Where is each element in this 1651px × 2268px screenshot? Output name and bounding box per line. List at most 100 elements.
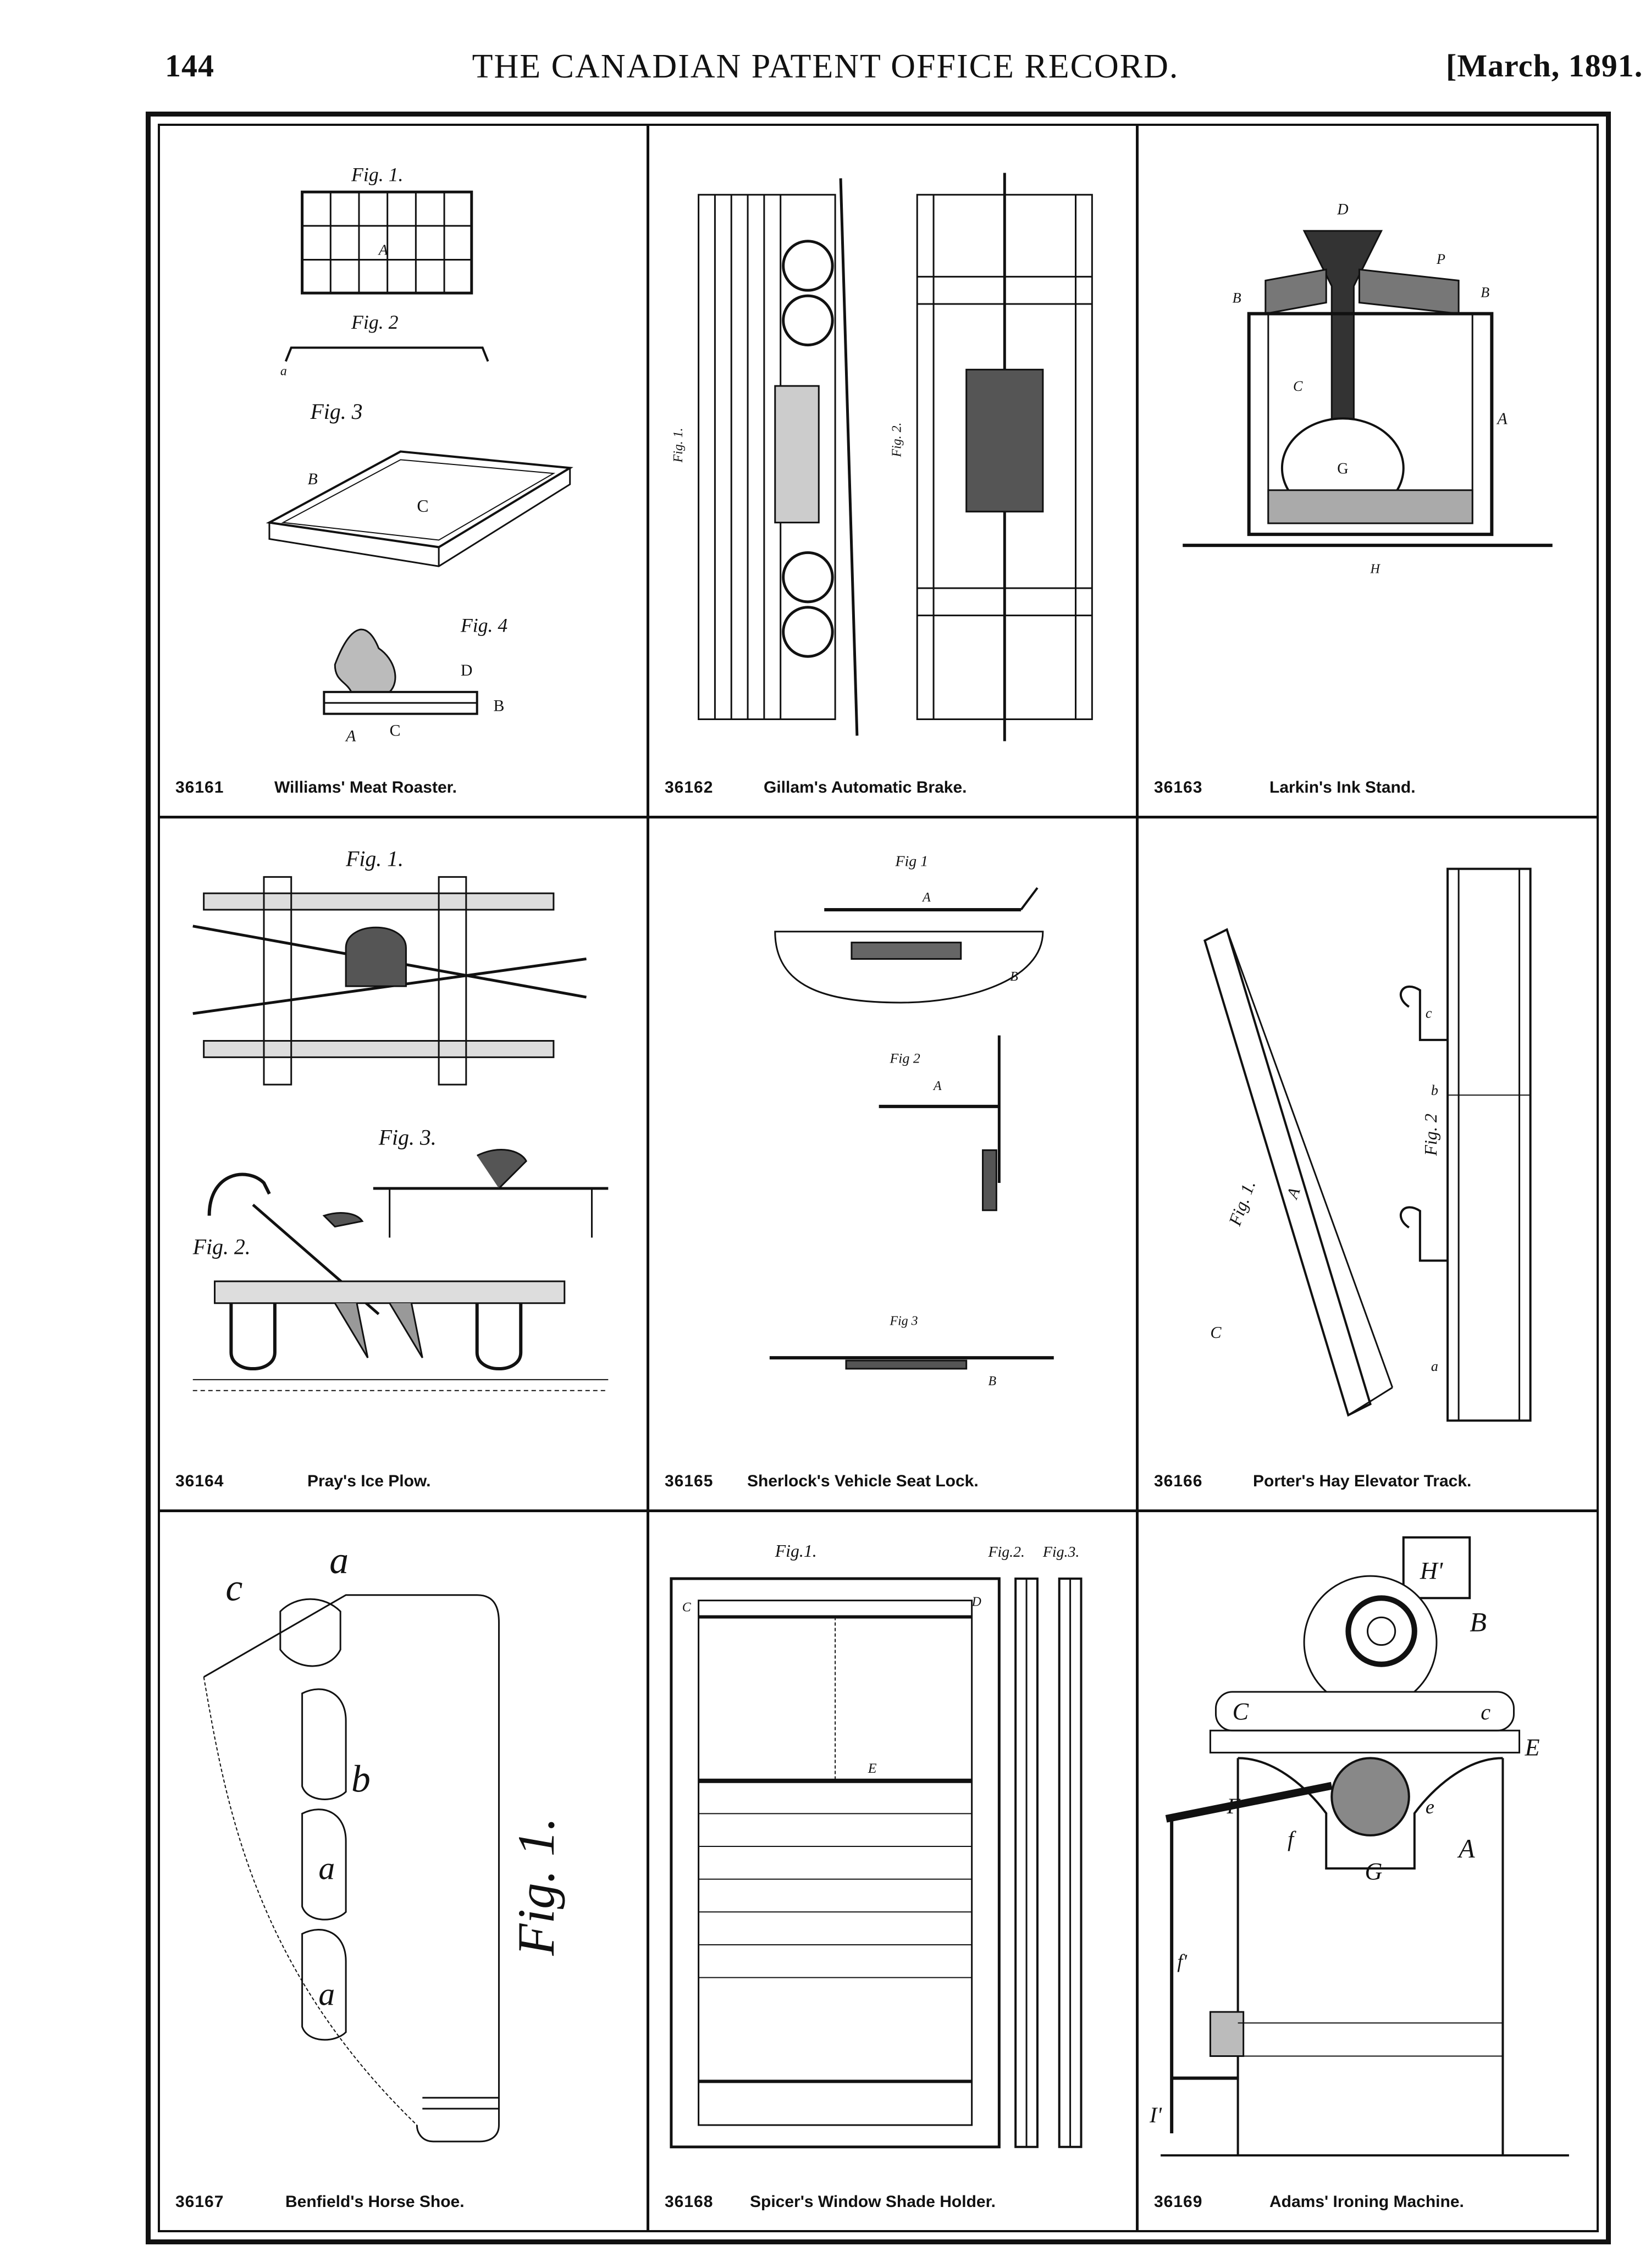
part-label: P xyxy=(1436,251,1445,267)
part-label: G xyxy=(1365,1858,1382,1885)
caption: 36166 Porter's Hay Elevator Track. xyxy=(1154,1460,1581,1493)
part-label: A xyxy=(932,1079,942,1093)
fig-label: Fig. 1. xyxy=(351,163,403,185)
patent-cell-36163: D P B B C A G H 36163 Larkin's Ink Stand… xyxy=(1139,126,1597,818)
fig-label: Fig. 2 xyxy=(351,311,399,333)
patent-number: 36164 xyxy=(175,1472,224,1490)
hay-elevator-track-drawing: Fig. 1. A C Fig. 2 c b a xyxy=(1150,829,1586,1449)
part-label: c xyxy=(1426,1005,1432,1021)
patent-cell-36165: Fig 1 A B Fig 2 A Fig 3 B xyxy=(649,818,1139,1512)
seat-lock-drawing: Fig 1 A B Fig 2 A Fig 3 B xyxy=(660,853,1125,1389)
patent-title: Spicer's Window Shade Holder. xyxy=(750,2193,996,2211)
part-label: E xyxy=(1525,1734,1540,1761)
part-label: B xyxy=(308,470,318,488)
part-label: e xyxy=(1426,1796,1434,1818)
part-label: A xyxy=(1283,1185,1304,1202)
meat-roaster-drawing: Fig. 1. A Fig. 2 a Fig. 3 B C xyxy=(171,163,636,745)
part-label: B xyxy=(494,697,505,715)
caption: 36167 Benfield's Horse Shoe. xyxy=(175,2181,631,2214)
patent-number: 36169 xyxy=(1154,2193,1203,2211)
part-label: b xyxy=(1431,1082,1438,1098)
patent-number: 36165 xyxy=(665,1472,714,1490)
caption: 36163 Larkin's Ink Stand. xyxy=(1154,766,1581,799)
part-label: C xyxy=(682,1601,692,1615)
part-label: A xyxy=(1457,1834,1475,1863)
part-label: H xyxy=(1370,562,1381,576)
figure-horse-shoe: c a b a a Fig. 1. xyxy=(171,1523,636,2170)
part-label: C xyxy=(1210,1323,1222,1342)
ink-stand-drawing: D P B B C A G H xyxy=(1150,201,1586,576)
part-label: I' xyxy=(1150,2103,1162,2127)
patent-cell-36166: Fig. 1. A C Fig. 2 c b a 36166 Porter's … xyxy=(1139,818,1597,1512)
fig-label: Fig. 2. xyxy=(890,422,904,457)
patent-title: Williams' Meat Roaster. xyxy=(274,778,457,796)
part-label: A xyxy=(378,242,389,259)
patent-number: 36167 xyxy=(175,2193,224,2211)
figure-seat-lock: Fig 1 A B Fig 2 A Fig 3 B xyxy=(660,829,1125,1449)
part-label: A xyxy=(921,890,931,905)
fig-label: Fig 3 xyxy=(890,1314,918,1329)
part-label: f' xyxy=(1177,1950,1188,1972)
part-label: a xyxy=(318,1976,335,2012)
part-label: a xyxy=(318,1850,335,1887)
part-label: B xyxy=(1233,290,1241,306)
figure-hay-elevator-track: Fig. 1. A C Fig. 2 c b a xyxy=(1150,829,1586,1449)
figure-ice-plow: Fig. 1. Fig. 3. Fig. 2. xyxy=(171,829,636,1449)
part-label: C xyxy=(1293,378,1303,394)
fig-label: Fig.3. xyxy=(1042,1544,1079,1561)
patent-cell-36164: Fig. 1. Fig. 3. Fig. 2. xyxy=(160,818,649,1512)
part-label: H' xyxy=(1420,1557,1444,1584)
automatic-brake-drawing: Fig. 1. Fig. 2. xyxy=(671,137,1125,755)
part-label: b xyxy=(351,1758,371,1801)
fig-label: Fig. 4 xyxy=(460,615,508,637)
figure-ironing-machine: H' B C c E G F f e xyxy=(1149,1523,1586,2170)
fig-label: Fig. 1. xyxy=(671,428,686,463)
caption: 36169 Adams' Ironing Machine. xyxy=(1154,2181,1581,2214)
ironing-machine-drawing: H' B C c E G F f e xyxy=(1149,1523,1586,2170)
part-label: C xyxy=(417,496,428,516)
fig-label: Fig. 3 xyxy=(310,400,363,424)
patent-number: 36166 xyxy=(1154,1472,1203,1490)
fig-label: Fig.1. xyxy=(775,1541,817,1561)
patent-number: 36163 xyxy=(1154,778,1203,796)
patent-cell-36169: H' B C c E G F f e xyxy=(1139,1512,1597,2230)
part-label: D xyxy=(461,661,473,679)
page-number: 144 xyxy=(165,48,214,84)
patent-title: Larkin's Ink Stand. xyxy=(1269,778,1416,796)
caption: 36161 Williams' Meat Roaster. xyxy=(175,766,631,799)
caption: 36165 Sherlock's Vehicle Seat Lock. xyxy=(665,1460,1120,1493)
horse-shoe-drawing: c a b a a Fig. 1. xyxy=(171,1540,565,2170)
figure-automatic-brake: Fig. 1. Fig. 2. xyxy=(660,137,1125,755)
fig-label: Fig 2 xyxy=(890,1050,920,1066)
part-label: C xyxy=(390,721,401,739)
part-label: C xyxy=(1233,1698,1249,1725)
outer-border xyxy=(146,112,1611,2244)
part-label: a xyxy=(1431,1358,1438,1374)
patent-grid: Fig. 1. A Fig. 2 a Fig. 3 B C xyxy=(158,124,1599,2232)
patent-title: Porter's Hay Elevator Track. xyxy=(1253,1472,1472,1490)
fig-label: Fig. 1. xyxy=(345,847,404,871)
fig-label: Fig 1 xyxy=(894,853,928,870)
window-shade-holder-drawing: Fig.1. Fig.2. Fig.3. E D xyxy=(660,1541,1125,2170)
fig-label: Fig.2. xyxy=(987,1544,1024,1561)
caption: 36168 Spicer's Window Shade Holder. xyxy=(665,2181,1120,2214)
part-label: E xyxy=(868,1760,877,1776)
part-label: a xyxy=(329,1540,349,1582)
part-label: G xyxy=(1337,461,1348,478)
part-label: c xyxy=(1481,1700,1490,1724)
part-label: f xyxy=(1288,1827,1296,1851)
figure-window-shade-holder: Fig.1. Fig.2. Fig.3. E D xyxy=(660,1523,1125,2170)
fig-label: Fig. 1. xyxy=(1224,1177,1259,1229)
caption: 36162 Gillam's Automatic Brake. xyxy=(665,766,1120,799)
part-label: F xyxy=(1227,1794,1241,1818)
part-label: c xyxy=(225,1567,242,1609)
ice-plow-drawing: Fig. 1. Fig. 3. Fig. 2. xyxy=(192,847,636,1449)
part-label: A xyxy=(1496,409,1508,428)
fig-label: Fig. 1. xyxy=(507,1817,565,1956)
patent-title: Pray's Ice Plow. xyxy=(307,1472,431,1490)
fig-label: Fig. 2 xyxy=(1421,1114,1440,1157)
part-label: B xyxy=(1010,970,1018,984)
part-label: B xyxy=(1470,1607,1487,1638)
figure-meat-roaster: Fig. 1. A Fig. 2 a Fig. 3 B C xyxy=(171,137,636,755)
part-label: D xyxy=(1337,201,1348,218)
